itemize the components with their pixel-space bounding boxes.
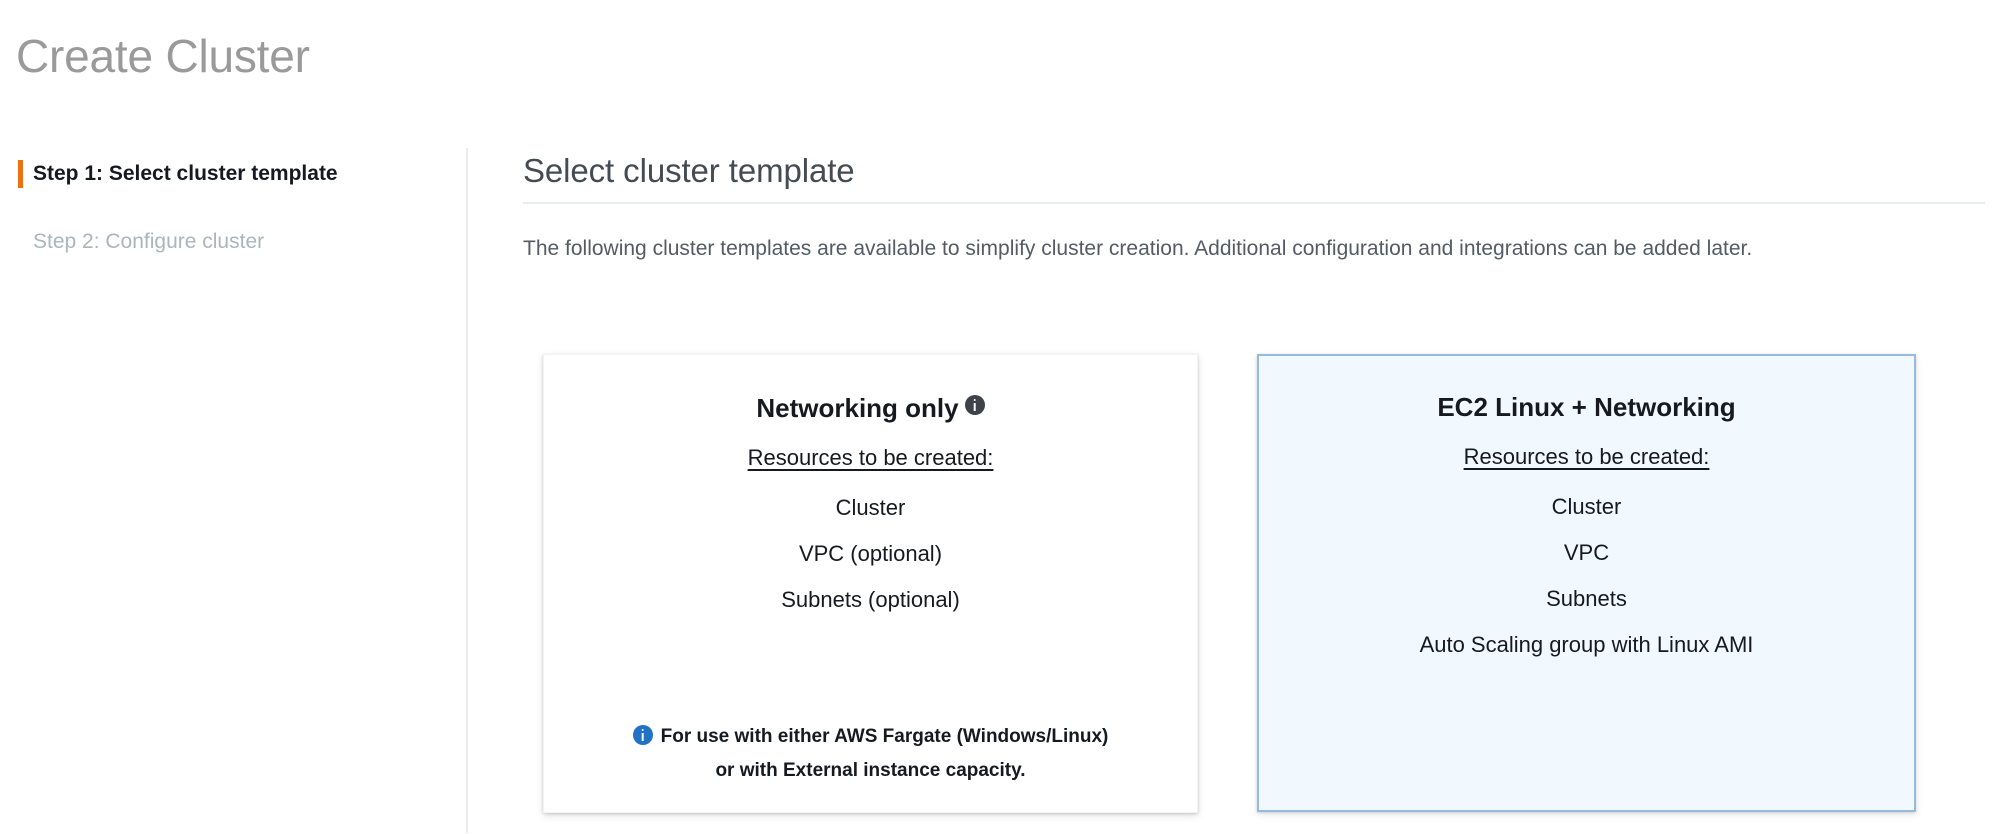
resource-list: Cluster VPC (optional) Subnets (optional…: [544, 485, 1197, 623]
template-card-ec2-linux-networking[interactable]: EC2 Linux + Networking Resources to be c…: [1257, 354, 1916, 812]
sidebar-item-step-1[interactable]: Step 1: Select cluster template: [0, 160, 466, 188]
resource-item: Auto Scaling group with Linux AMI: [1419, 632, 1754, 657]
page-title: Create Cluster: [16, 30, 310, 82]
resource-list: Cluster VPC Subnets Auto Scaling group w…: [1259, 484, 1914, 668]
resource-item: VPC: [1563, 540, 1610, 565]
info-icon[interactable]: [964, 383, 985, 429]
template-card-note: For use with either AWS Fargate (Windows…: [544, 721, 1197, 786]
sidebar-item-step-1-label: Step 1: Select cluster template: [33, 162, 338, 185]
active-step-marker: [18, 160, 23, 188]
note-line-1-text: For use with either AWS Fargate (Windows…: [660, 726, 1109, 747]
section-description: The following cluster templates are avai…: [523, 237, 1753, 260]
section-divider: [523, 202, 1985, 204]
resource-item: Cluster: [835, 495, 906, 520]
resources-label: Resources to be created:: [1463, 444, 1710, 469]
resource-item: Cluster: [1551, 494, 1622, 519]
template-card-list: Networking only Resources to be created:…: [543, 354, 1916, 834]
info-icon: [632, 724, 653, 755]
section-heading: Select cluster template: [523, 152, 855, 189]
main-content: Select cluster template The following cl…: [523, 150, 1985, 268]
resources-label: Resources to be created:: [747, 445, 994, 470]
template-card-title: Networking only: [544, 383, 1197, 431]
resource-item: VPC (optional): [798, 541, 943, 566]
note-line-2: or with External instance capacity.: [715, 760, 1026, 781]
sidebar-item-step-2-label: Step 2: Configure cluster: [33, 230, 265, 253]
resource-item: Subnets: [1546, 586, 1627, 611]
wizard-sidebar: Step 1: Select cluster template Step 2: …: [0, 148, 468, 833]
resource-item: Subnets (optional): [781, 587, 960, 612]
note-line-1: For use with either AWS Fargate (Windows…: [596, 721, 1145, 755]
template-card-title: EC2 Linux + Networking: [1437, 392, 1736, 422]
sidebar-item-step-2[interactable]: Step 2: Configure cluster: [0, 228, 466, 256]
template-card-title-text: Networking only: [756, 393, 959, 423]
template-card-networking-only[interactable]: Networking only Resources to be created:…: [543, 354, 1198, 813]
